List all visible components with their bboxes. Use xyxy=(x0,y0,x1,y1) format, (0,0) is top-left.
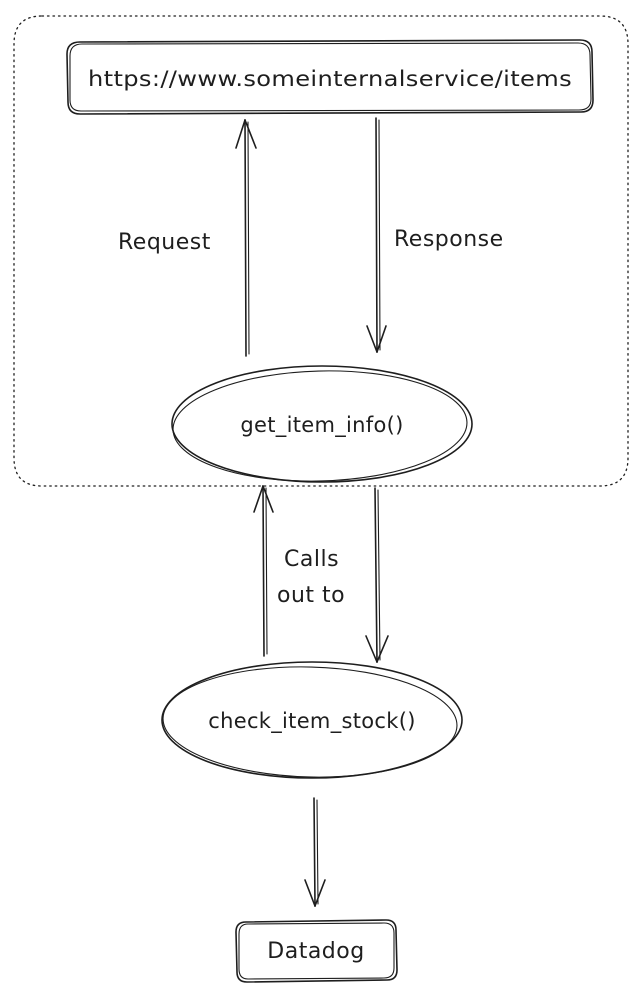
response-label: Response xyxy=(394,227,504,252)
request-label: Request xyxy=(118,230,211,255)
datadog-box: Datadog xyxy=(235,919,398,983)
request-arrow xyxy=(235,119,257,357)
datadog-label: Datadog xyxy=(267,939,364,964)
calls-down-arrow xyxy=(365,487,389,663)
url-box-label: https://www.someinternalservice/items xyxy=(88,67,572,91)
service-boundary xyxy=(13,15,629,487)
get-item-info-label: get_item_info() xyxy=(240,413,403,438)
url-box: https://www.someinternalservice/items xyxy=(66,39,594,115)
get-item-info-node: get_item_info() xyxy=(171,365,473,483)
datadog-arrow xyxy=(304,797,326,907)
calls-out-to-line1: Calls xyxy=(284,547,339,572)
calls-up-arrow xyxy=(253,485,274,657)
calls-out-to-line2: out to xyxy=(277,583,345,608)
check-item-stock-label: check_item_stock() xyxy=(208,709,415,734)
response-arrow xyxy=(366,117,387,353)
check-item-stock-node: check_item_stock() xyxy=(161,661,463,779)
